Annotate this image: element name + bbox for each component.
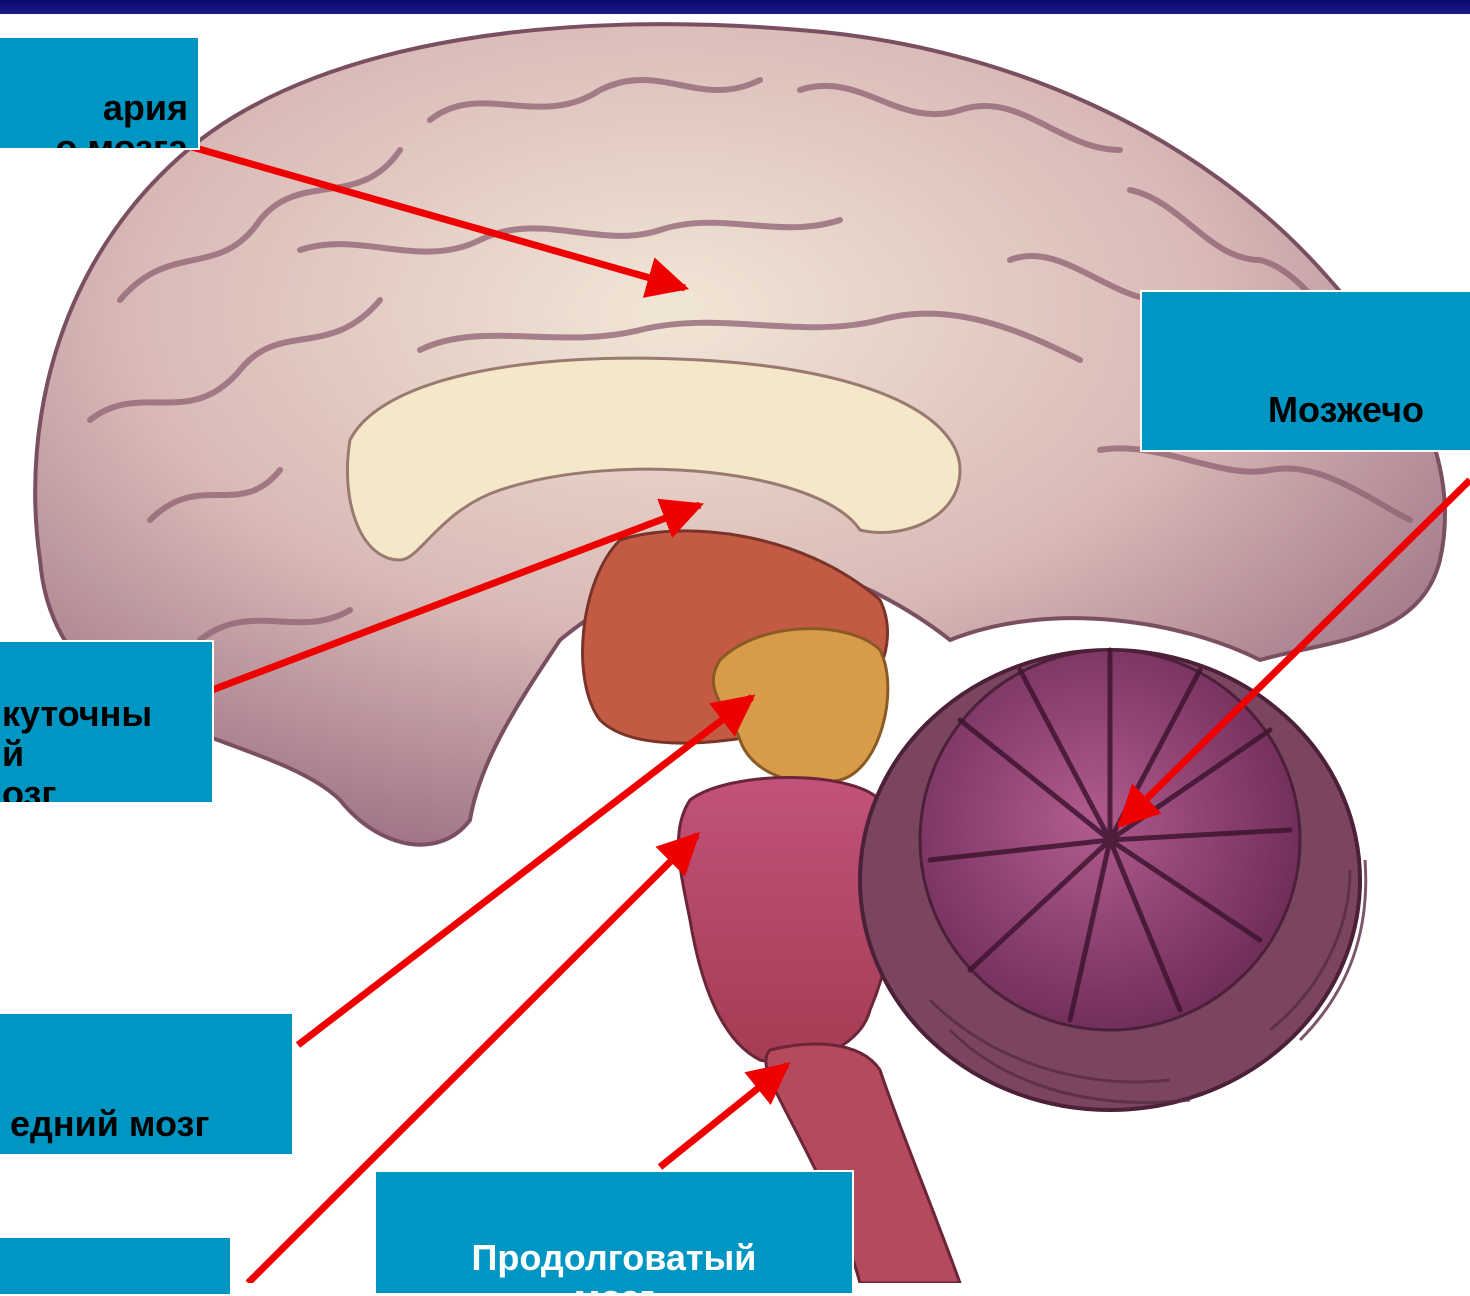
label-diencephalon-text: куточны й озг bbox=[2, 694, 206, 804]
label-cerebellum: Мозжечо bbox=[1140, 290, 1470, 452]
label-cerebellum-text: Мозжечо bbox=[1268, 390, 1470, 430]
cerebellum-region bbox=[860, 650, 1366, 1110]
pons-region bbox=[678, 778, 893, 1063]
label-diencephalon: куточны й озг bbox=[0, 640, 214, 804]
label-medulla: Продолговатый мозг bbox=[374, 1170, 854, 1295]
label-hemispheres: ария о мозга bbox=[0, 36, 200, 150]
label-pons bbox=[0, 1236, 232, 1296]
arrow-medulla bbox=[660, 1065, 787, 1167]
label-midbrain: едний мозг bbox=[0, 1012, 294, 1156]
label-hemispheres-text: ария о мозга bbox=[2, 88, 188, 150]
label-midbrain-text: едний мозг bbox=[10, 1104, 292, 1144]
label-medulla-text: Продолговатый мозг bbox=[376, 1238, 852, 1295]
